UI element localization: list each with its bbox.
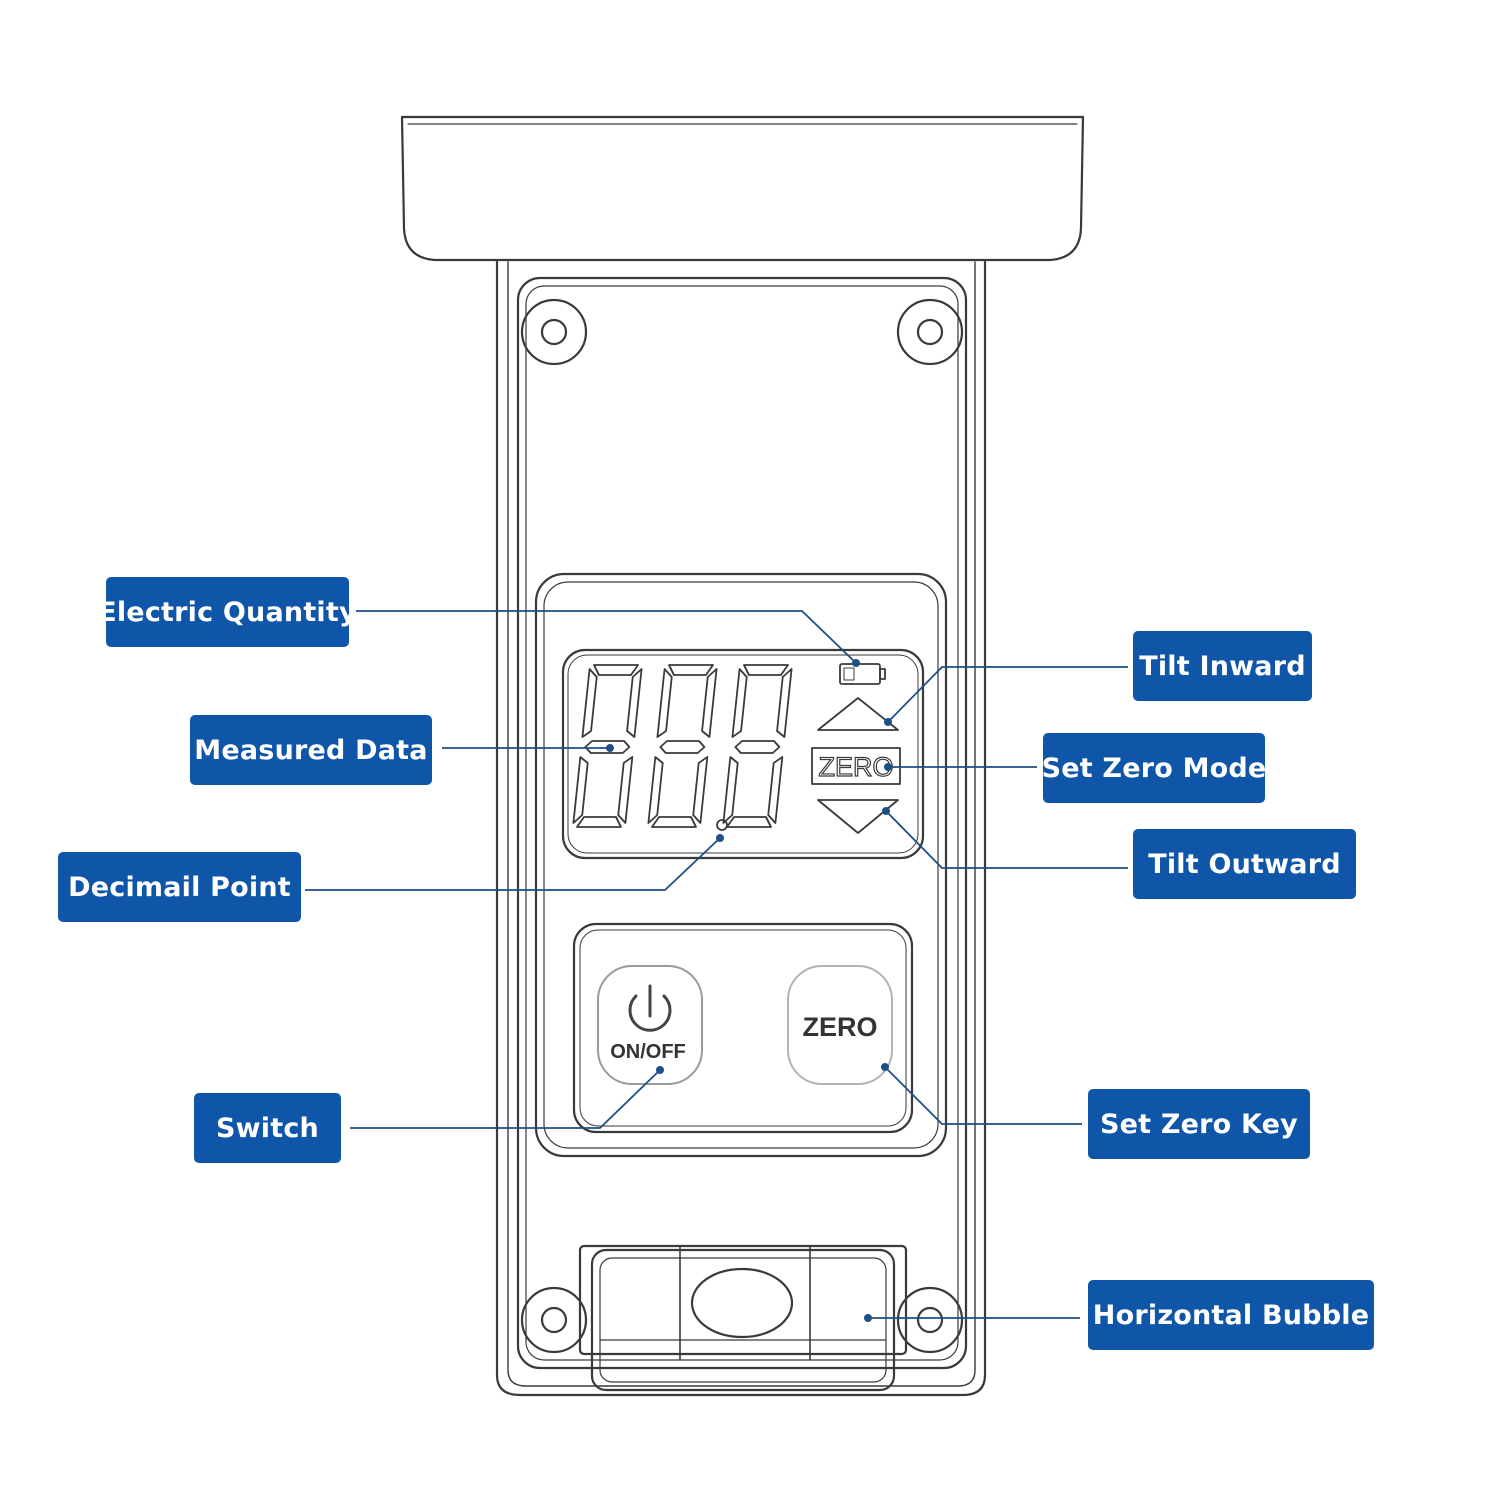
on-off-label: ON/OFF	[610, 1041, 686, 1063]
power-icon	[628, 984, 672, 1032]
label-tilt-outward: Tilt Outward	[1133, 829, 1356, 899]
triangle-down-icon	[817, 799, 899, 834]
zero-mode-box	[811, 747, 901, 785]
device-body	[495, 260, 987, 1397]
label-set-zero-mode: Set Zero Mode	[1042, 733, 1266, 803]
keypad	[572, 922, 914, 1134]
bubble-vial-icon	[578, 1244, 908, 1392]
screw-icon	[520, 298, 964, 1354]
label-horizontal-bubble: Horizontal Bubble	[1088, 1280, 1374, 1350]
leader-lines	[305, 610, 1128, 1319]
lcd-zero-text: ZERO	[818, 752, 893, 782]
zero-button-label: ZERO	[802, 1012, 877, 1042]
leader-dots	[606, 659, 892, 1322]
label-electric-quantity: Electric Quantity	[98, 577, 357, 647]
label-set-zero-key: Set Zero Key	[1088, 1089, 1310, 1159]
label-measured-data: Measured Data	[190, 715, 432, 785]
decimal-point-dot	[716, 819, 728, 831]
on-off-button[interactable]	[597, 965, 703, 1085]
label-switch: Switch	[194, 1093, 341, 1163]
label-tilt-inward: Tilt Inward	[1133, 631, 1312, 701]
top-cap	[400, 115, 1085, 262]
lcd-screen	[561, 648, 925, 860]
triangle-up-icon	[817, 697, 899, 731]
measured-data-display	[572, 664, 793, 828]
battery-icon	[839, 663, 886, 685]
zero-button[interactable]	[787, 965, 893, 1085]
label-decimal-point: Decimail Point	[58, 852, 301, 922]
